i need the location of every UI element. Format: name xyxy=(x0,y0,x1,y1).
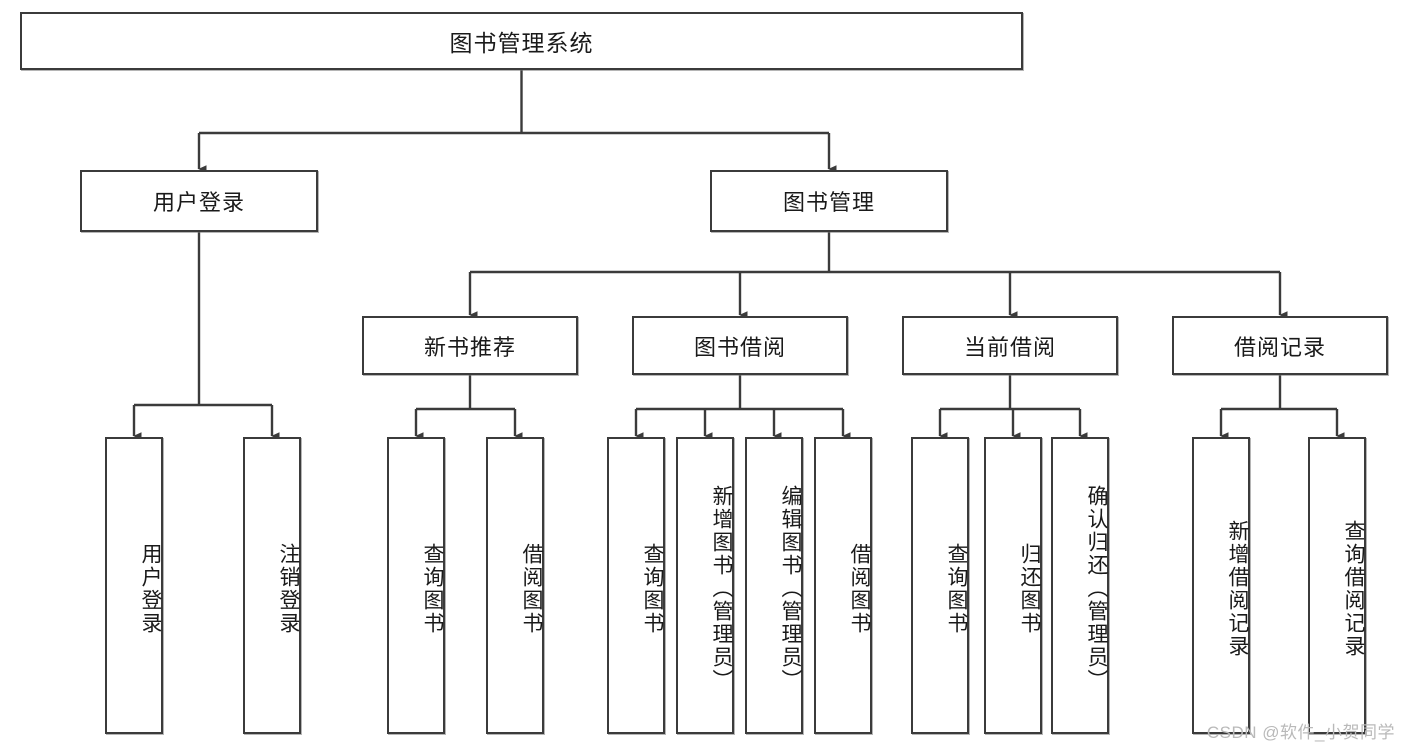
node-label: 查询图书 xyxy=(945,542,968,635)
node-label: 新增图书（管理员） xyxy=(710,485,733,692)
node-leaf-bb-query[interactable]: 查询图书 xyxy=(607,437,665,734)
node-leaf-bb-borrow[interactable]: 借阅图书 xyxy=(814,437,872,734)
node-label: 图书管理系统 xyxy=(449,30,594,56)
node-leaf-br-query[interactable]: 查询借阅记录 xyxy=(1308,437,1366,734)
connector-group xyxy=(132,70,1345,440)
node-book-borrow[interactable]: 图书借阅 xyxy=(632,316,848,375)
node-new-book-rec[interactable]: 新书推荐 xyxy=(362,316,578,375)
node-leaf-cb-return[interactable]: 归还图书 xyxy=(984,437,1042,734)
node-borrow-record[interactable]: 借阅记录 xyxy=(1172,316,1388,375)
node-label: 借阅图书 xyxy=(848,542,871,635)
node-leaf-logout[interactable]: 注销登录 xyxy=(243,437,301,734)
node-leaf-rec-borrow[interactable]: 借阅图书 xyxy=(486,437,544,734)
node-label: 用户登录 xyxy=(152,190,245,215)
node-label: 图书借阅 xyxy=(693,334,786,360)
node-leaf-bb-edit[interactable]: 编辑图书（管理员） xyxy=(745,437,803,734)
node-label: 注销登录 xyxy=(277,542,300,635)
node-current-borrow[interactable]: 当前借阅 xyxy=(902,316,1118,375)
node-label: 编辑图书（管理员） xyxy=(779,485,802,692)
node-label: 借阅记录 xyxy=(1233,334,1326,360)
watermark: CSDN @软件_小贺同学 xyxy=(1206,723,1395,742)
node-leaf-bb-add[interactable]: 新增图书（管理员） xyxy=(676,437,734,734)
node-label: 查询图书 xyxy=(421,542,444,635)
node-label: 用户登录 xyxy=(139,542,162,635)
node-label: 确认归还（管理员） xyxy=(1085,485,1108,692)
node-label: 查询图书 xyxy=(641,542,664,635)
node-leaf-br-add[interactable]: 新增借阅记录 xyxy=(1192,437,1250,734)
node-label: 新书推荐 xyxy=(423,334,516,360)
node-root[interactable]: 图书管理系统 xyxy=(20,12,1023,70)
node-user-login[interactable]: 用户登录 xyxy=(80,170,318,232)
node-label: 归还图书 xyxy=(1018,542,1041,635)
node-leaf-rec-query[interactable]: 查询图书 xyxy=(387,437,445,734)
node-leaf-user-login[interactable]: 用户登录 xyxy=(105,437,163,734)
node-book-manage[interactable]: 图书管理 xyxy=(710,170,948,232)
node-leaf-cb-confirm[interactable]: 确认归还（管理员） xyxy=(1051,437,1109,734)
node-label: 查询借阅记录 xyxy=(1342,519,1365,658)
node-leaf-cb-query[interactable]: 查询图书 xyxy=(911,437,969,734)
node-label: 当前借阅 xyxy=(963,334,1056,360)
node-label: 图书管理 xyxy=(782,190,875,215)
node-label: 新增借阅记录 xyxy=(1226,519,1249,658)
node-label: 借阅图书 xyxy=(520,542,543,635)
